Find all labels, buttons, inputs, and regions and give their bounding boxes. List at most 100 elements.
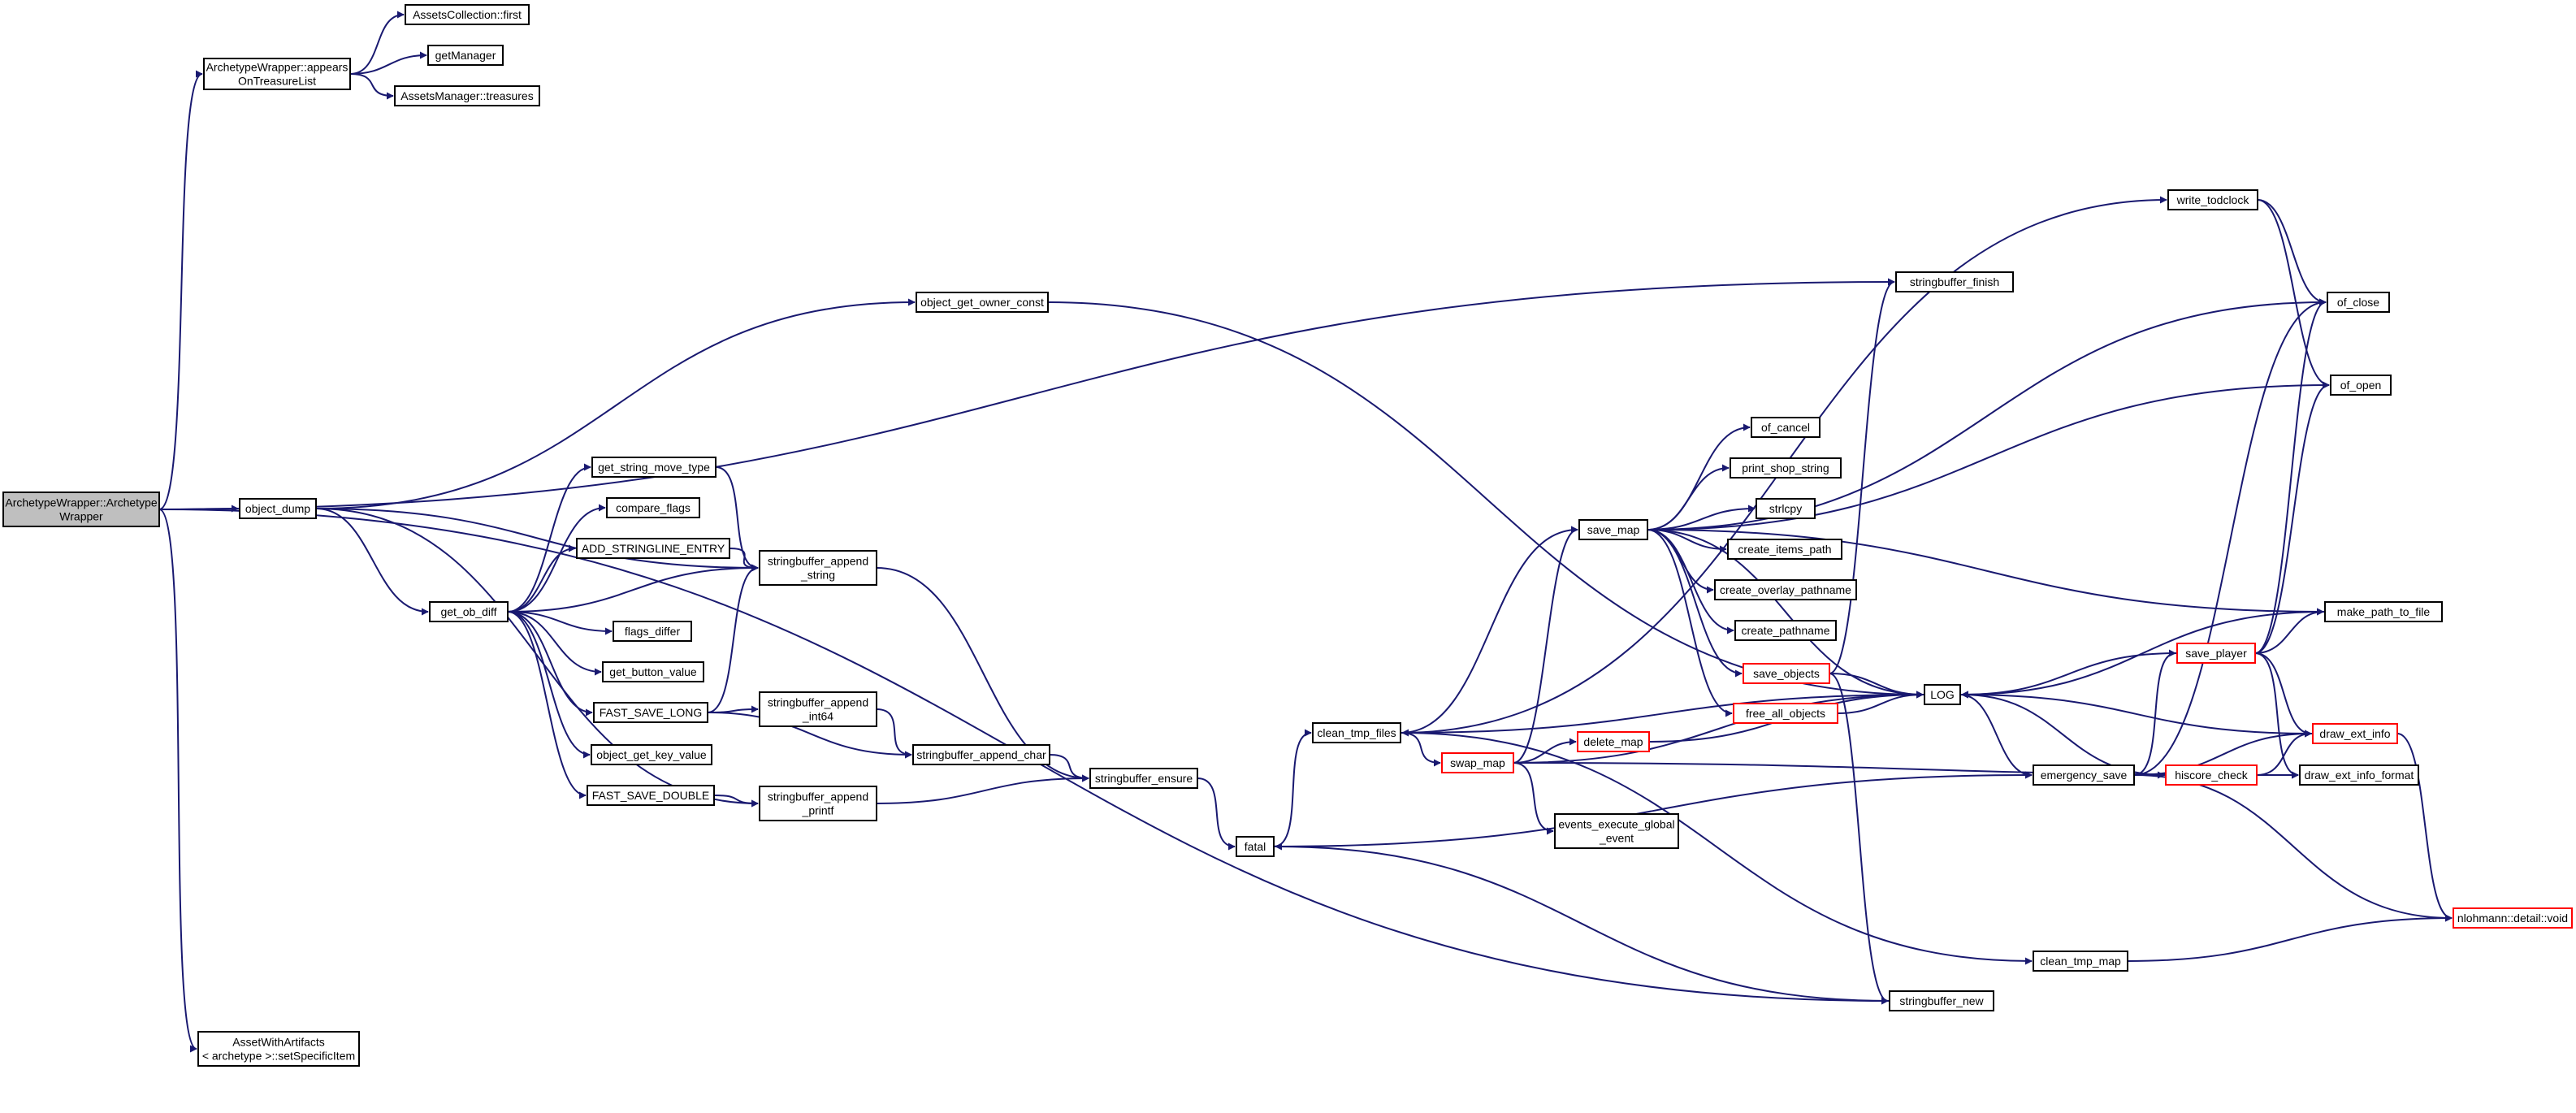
node-saveObjects[interactable]: save_objects bbox=[1743, 663, 1830, 684]
node-label: save_map bbox=[1587, 523, 1640, 536]
edge-addStringlineEntry-to-sbAppendString bbox=[729, 548, 759, 572]
node-box bbox=[576, 538, 730, 559]
node-createOverlayPathname[interactable]: create_overlay_pathname bbox=[1714, 579, 1857, 600]
node-writeTodclock[interactable]: write_todclock bbox=[2167, 189, 2258, 210]
node-label: object_get_owner_const bbox=[920, 296, 1044, 309]
edge-getObDiff-to-objectGetKeyValue bbox=[507, 611, 591, 759]
edge-fastSaveLong-to-sbAppendString bbox=[707, 564, 759, 713]
node-assetWithArtifacts[interactable]: AssetWithArtifacts< archetype >::setSpec… bbox=[197, 1031, 360, 1067]
node-box bbox=[1743, 663, 1830, 684]
node-label: emergency_save bbox=[2041, 769, 2128, 782]
edge-emergencySave-to-nlohmannVoid bbox=[2133, 774, 2453, 922]
node-createItemsPath[interactable]: create_items_path bbox=[1727, 539, 1842, 560]
edge-savePlayer-to-log bbox=[1961, 652, 2178, 699]
node-label: events_execute_global bbox=[1558, 818, 1674, 831]
node-fastSaveLong[interactable]: FAST_SAVE_LONG bbox=[593, 702, 708, 723]
node-addStringlineEntry[interactable]: ADD_STRINGLINE_ENTRY bbox=[576, 538, 730, 559]
edge-getObDiff-to-compareFlags bbox=[507, 504, 606, 613]
edge-savePlayer-to-drawExtInfo bbox=[2254, 652, 2312, 738]
edge-saveObjects-to-sbFinish bbox=[1829, 278, 1895, 674]
node-getStringMoveType[interactable]: get_string_move_type bbox=[591, 457, 717, 478]
node-box bbox=[1578, 519, 1648, 540]
node-ofCancel[interactable]: of_cancel bbox=[1751, 417, 1821, 438]
node-getManager[interactable]: getManager bbox=[427, 45, 504, 66]
node-sbAppendInt64[interactable]: stringbuffer_append_int64 bbox=[759, 691, 877, 727]
node-log[interactable]: LOG bbox=[1924, 684, 1961, 705]
node-box bbox=[1727, 539, 1842, 560]
node-sbNew[interactable]: stringbuffer_new bbox=[1889, 990, 1994, 1011]
node-label: fatal bbox=[1245, 840, 1266, 853]
node-getObDiff[interactable]: get_ob_diff bbox=[429, 601, 509, 622]
node-box bbox=[1895, 271, 2014, 292]
edge-getObDiff-to-addStringlineEntry bbox=[507, 544, 576, 613]
node-freeAllObjects[interactable]: free_all_objects bbox=[1733, 703, 1838, 724]
node-label: nlohmann::detail::void bbox=[2457, 912, 2568, 925]
node-box bbox=[602, 661, 704, 682]
node-eventsExecuteGlobalEvent[interactable]: events_execute_global_event bbox=[1554, 813, 1679, 849]
node-compareFlags[interactable]: compare_flags bbox=[606, 497, 700, 518]
node-box bbox=[1236, 836, 1275, 857]
edge-hiscoreCheck-to-log bbox=[1961, 691, 2167, 776]
edge-sbAppendInt64-to-sbAppendChar bbox=[876, 708, 912, 759]
node-nlohmannVoid[interactable]: nlohmann::detail::void bbox=[2453, 907, 2573, 929]
node-swapMap[interactable]: swap_map bbox=[1441, 752, 1514, 773]
node-flagsDiffer[interactable]: flags_differ bbox=[613, 621, 692, 642]
node-sbAppendChar[interactable]: stringbuffer_append_char bbox=[912, 744, 1050, 765]
node-label: stringbuffer_ensure bbox=[1095, 772, 1193, 785]
node-objectGetKeyValue[interactable]: object_get_key_value bbox=[591, 744, 712, 765]
node-box bbox=[2, 492, 160, 527]
edge-objectDump-to-getObDiff bbox=[315, 508, 429, 616]
node-drawExtInfo[interactable]: draw_ext_info bbox=[2312, 723, 2398, 744]
node-getButtonValue[interactable]: get_button_value bbox=[602, 661, 704, 682]
node-label: stringbuffer_append bbox=[768, 555, 868, 568]
node-sbFinish[interactable]: stringbuffer_finish bbox=[1895, 271, 2014, 292]
node-sbAppendPrintf[interactable]: stringbuffer_append_printf bbox=[759, 786, 877, 821]
node-emergencySave[interactable]: emergency_save bbox=[2033, 764, 2135, 786]
node-label: draw_ext_info bbox=[2319, 727, 2390, 740]
node-ofOpen[interactable]: of_open bbox=[2330, 375, 2392, 396]
node-makePathToFile[interactable]: make_path_to_file bbox=[2324, 601, 2443, 622]
node-objectGetOwnerConst[interactable]: object_get_owner_const bbox=[916, 292, 1049, 313]
node-box bbox=[593, 702, 708, 723]
node-box bbox=[2033, 951, 2128, 972]
node-assetsManagerTreasures[interactable]: AssetsManager::treasures bbox=[394, 85, 540, 106]
node-ofClose[interactable]: of_close bbox=[2327, 292, 2390, 313]
node-fastSaveDouble[interactable]: FAST_SAVE_DOUBLE bbox=[587, 785, 715, 806]
node-label: of_close bbox=[2337, 296, 2379, 309]
node-objectDump[interactable]: object_dump bbox=[239, 498, 317, 519]
node-box bbox=[2167, 189, 2258, 210]
node-cleanTmpMap[interactable]: clean_tmp_map bbox=[2033, 951, 2128, 972]
node-assetsCollectionFirst[interactable]: AssetsCollection::first bbox=[405, 4, 530, 25]
node-savePlayer[interactable]: save_player bbox=[2176, 643, 2256, 664]
edge-objectDump-to-objectGetOwnerConst bbox=[315, 298, 916, 509]
node-label: print_shop_string bbox=[1742, 461, 1829, 474]
node-box bbox=[1924, 684, 1961, 705]
node-box bbox=[427, 45, 504, 66]
node-fatal[interactable]: fatal bbox=[1236, 836, 1275, 857]
node-strlcpy[interactable]: strlcpy bbox=[1756, 498, 1816, 519]
node-label: _event bbox=[1599, 832, 1634, 845]
node-label: compare_flags bbox=[616, 501, 691, 514]
edge-getObDiff-to-sbAppendString bbox=[507, 564, 759, 613]
node-box bbox=[591, 457, 717, 478]
edge-appearsOnTreasureList-to-assetsManagerTreasures bbox=[349, 73, 394, 100]
node-label: create_items_path bbox=[1738, 543, 1831, 556]
edge-saveObjects-to-sbNew bbox=[1829, 673, 1889, 1005]
node-saveMap[interactable]: save_map bbox=[1578, 519, 1648, 540]
node-label: get_ob_diff bbox=[440, 605, 496, 618]
node-cleanTmpFiles[interactable]: clean_tmp_files bbox=[1312, 722, 1401, 743]
node-label: Wrapper bbox=[59, 510, 103, 523]
node-label: create_overlay_pathname bbox=[1720, 583, 1851, 596]
node-root[interactable]: ArchetypeWrapper::ArchetypeWrapper bbox=[2, 492, 160, 527]
node-hiscoreCheck[interactable]: hiscore_check bbox=[2165, 764, 2258, 786]
node-drawExtInfoFormat[interactable]: draw_ext_info_format bbox=[2299, 764, 2419, 786]
node-printShopString[interactable]: print_shop_string bbox=[1730, 457, 1842, 479]
node-deleteMap[interactable]: delete_map bbox=[1577, 731, 1650, 752]
edge-fatal-to-emergencySave bbox=[1273, 771, 2033, 847]
node-sbEnsure[interactable]: stringbuffer_ensure bbox=[1089, 768, 1198, 789]
node-sbAppendString[interactable]: stringbuffer_append_string bbox=[759, 550, 877, 586]
node-createPathname[interactable]: create_pathname bbox=[1734, 620, 1837, 641]
node-label: draw_ext_info_format bbox=[2305, 769, 2414, 782]
edge-drawExtInfo-to-nlohmannVoid bbox=[2396, 733, 2453, 922]
